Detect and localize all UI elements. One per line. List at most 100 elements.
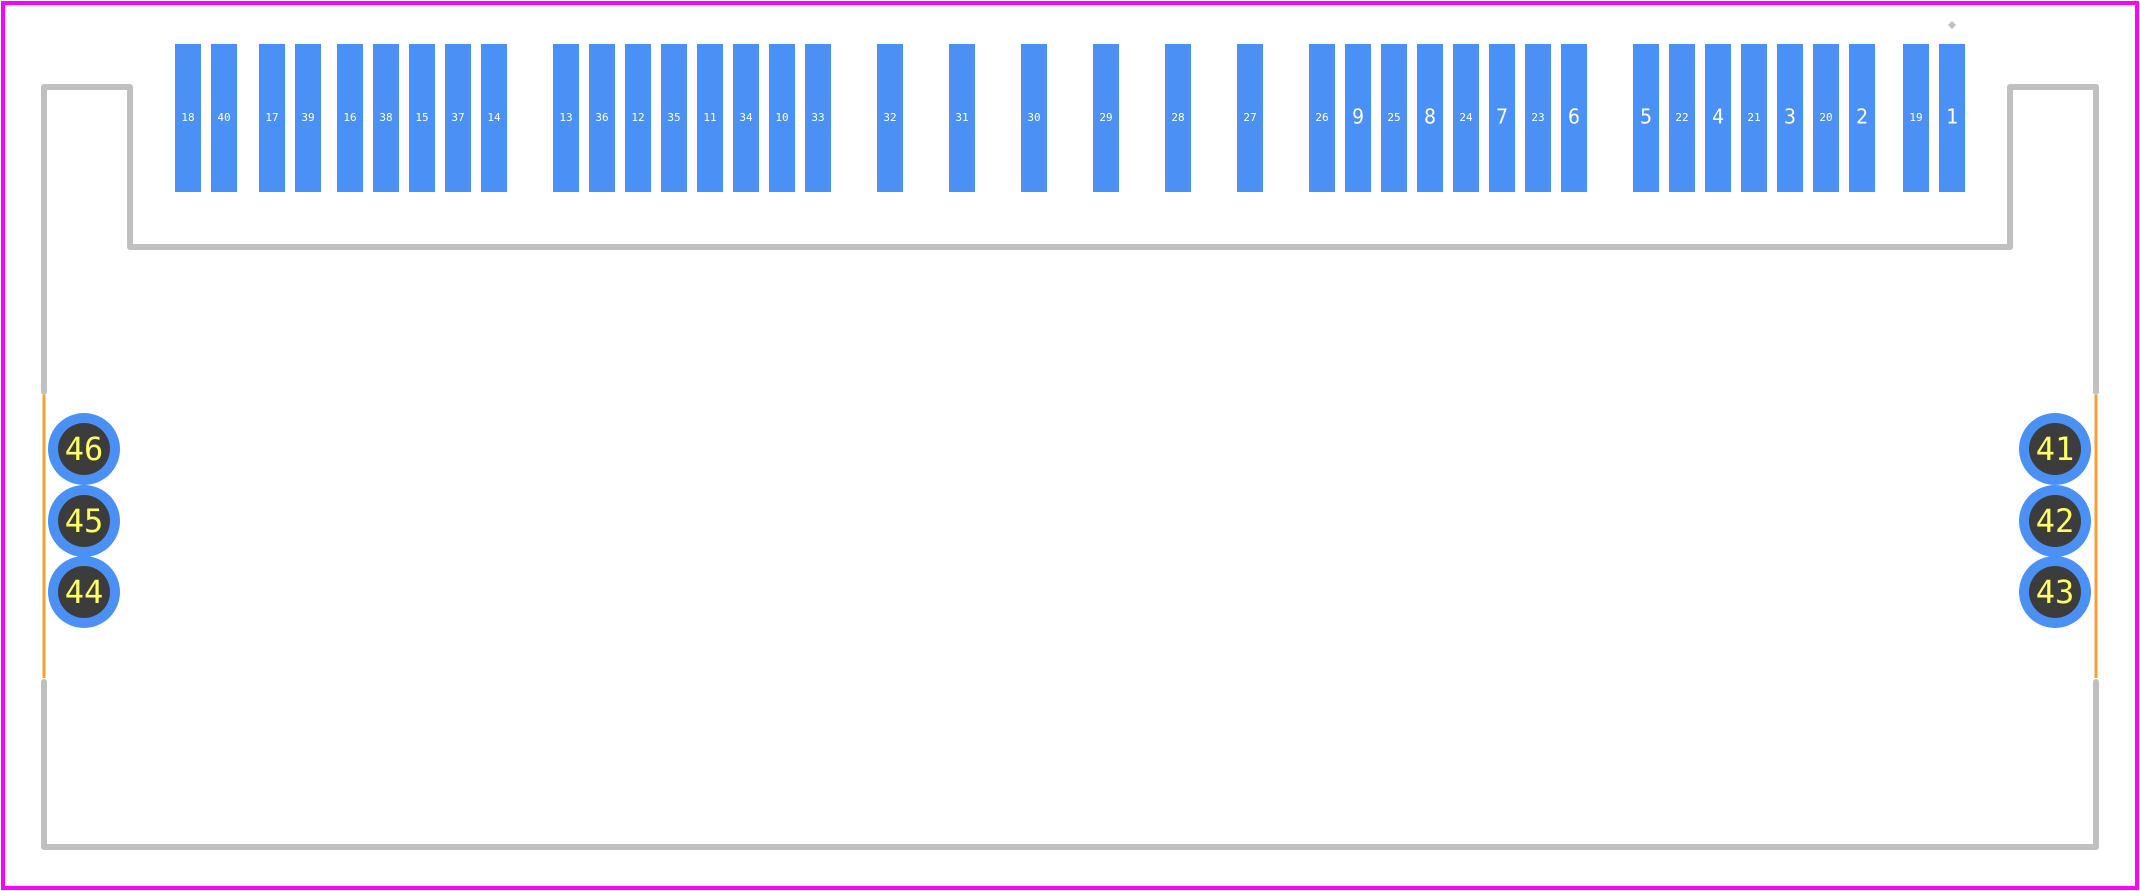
thru-hole-drill: [2029, 423, 2081, 475]
smd-pad-label: 4: [1712, 105, 1724, 129]
smd-pad: [949, 44, 975, 192]
smd-pad: [175, 44, 201, 192]
thru-hole-label: 41: [2036, 430, 2075, 468]
smd-pad-label: 37: [451, 111, 464, 124]
pin1-marker-icon: [1948, 21, 1956, 29]
smd-pad: [1633, 44, 1659, 192]
smd-pad: [1525, 44, 1551, 192]
smd-pad: [1903, 44, 1929, 192]
thru-hole-drill: [58, 423, 110, 475]
smd-pad-label: 39: [301, 111, 314, 124]
smd-pad-label: 6: [1568, 105, 1580, 129]
thru-hole-label: 45: [65, 502, 104, 540]
smd-pad-label: 2: [1856, 105, 1868, 129]
thru-hole-label: 42: [2036, 502, 2075, 540]
smd-pad-label: 35: [667, 111, 680, 124]
smd-pad-label: 27: [1243, 111, 1256, 124]
smd-pad-label: 25: [1387, 111, 1400, 124]
thru-hole-drill: [2029, 566, 2081, 618]
smd-pad: [259, 44, 285, 192]
smd-pad-label: 28: [1171, 111, 1184, 124]
smd-pad: [661, 44, 687, 192]
smd-pad-label: 16: [343, 111, 356, 124]
smd-pad: [373, 44, 399, 192]
smd-pad: [697, 44, 723, 192]
smd-pad-label: 12: [631, 111, 644, 124]
smd-pad: [1381, 44, 1407, 192]
smd-pad-label: 22: [1675, 111, 1688, 124]
smd-pad-label: 36: [595, 111, 608, 124]
smd-pad: [1417, 44, 1443, 192]
smd-pad-label: 30: [1027, 111, 1040, 124]
smd-pad-label: 3: [1784, 105, 1796, 129]
smd-pad-label: 29: [1099, 111, 1112, 124]
thru-hole-label: 44: [65, 573, 104, 611]
smd-pad: [1093, 44, 1119, 192]
smd-pad-label: 19: [1909, 111, 1922, 124]
smd-pad-label: 11: [703, 111, 716, 124]
silkscreen-outline: [41, 84, 2099, 850]
thru-hole-drill: [58, 566, 110, 618]
smd-pad-label: 40: [217, 111, 230, 124]
smd-pad: [337, 44, 363, 192]
smd-pad-label: 7: [1496, 105, 1508, 129]
smd-pad-label: 24: [1459, 111, 1473, 124]
smd-pad-label: 13: [559, 111, 572, 124]
smd-pad: [733, 44, 759, 192]
smd-pad-label: 15: [415, 111, 428, 124]
thru-hole-drill: [2029, 495, 2081, 547]
smd-pad: [1021, 44, 1047, 192]
smd-pad: [1165, 44, 1191, 192]
smd-pad-label: 14: [487, 111, 501, 124]
smd-pad: [481, 44, 507, 192]
silkscreen-left-upper: [41, 84, 2099, 395]
smd-pad-label: 8: [1424, 105, 1436, 129]
smd-pad: [1453, 44, 1479, 192]
smd-pad: [1939, 44, 1965, 192]
smd-pad: [409, 44, 435, 192]
smd-pad-label: 32: [883, 111, 896, 124]
smd-pad: [1813, 44, 1839, 192]
silkscreen-lower: [41, 679, 2099, 850]
smd-pad-label: 17: [265, 111, 278, 124]
smd-pad: [1705, 44, 1731, 192]
thru-hole-label: 43: [2036, 573, 2075, 611]
courtyard-lines: [42, 395, 2098, 678]
smd-pad: [295, 44, 321, 192]
thru-hole-drill: [58, 495, 110, 547]
smd-pad: [769, 44, 795, 192]
smd-pad: [211, 44, 237, 192]
smd-pad: [1849, 44, 1875, 192]
smd-pad-label: 33: [811, 111, 824, 124]
smd-pad: [553, 44, 579, 192]
smd-pad: [625, 44, 651, 192]
smd-pad-label: 5: [1640, 105, 1652, 129]
smd-pad-label: 38: [379, 111, 392, 124]
smd-pad-label: 23: [1531, 111, 1544, 124]
smd-pad-label: 31: [955, 111, 968, 124]
smd-pad: [1309, 44, 1335, 192]
smd-pad: [1561, 44, 1587, 192]
smd-pad: [1669, 44, 1695, 192]
smd-pad: [589, 44, 615, 192]
thru-hole-pads: 46 45 44 41 42 43: [48, 413, 2091, 628]
smd-pad: [1237, 44, 1263, 192]
smd-pad-label: 1: [1946, 105, 1958, 129]
smd-pad: [1777, 44, 1803, 192]
smd-pad-label: 10: [775, 111, 788, 124]
smd-pad-label: 26: [1315, 111, 1328, 124]
smd-pad-label: 34: [739, 111, 753, 124]
smd-pad: [445, 44, 471, 192]
smd-pad-label: 21: [1747, 111, 1760, 124]
smd-pad: [1345, 44, 1371, 192]
smd-pad-label: 18: [181, 111, 194, 124]
thru-hole-label: 46: [65, 430, 104, 468]
smd-pad: [877, 44, 903, 192]
smd-pad: [1741, 44, 1767, 192]
smd-pad-label: 9: [1352, 105, 1364, 129]
smd-pad: [1489, 44, 1515, 192]
smd-pad: [805, 44, 831, 192]
